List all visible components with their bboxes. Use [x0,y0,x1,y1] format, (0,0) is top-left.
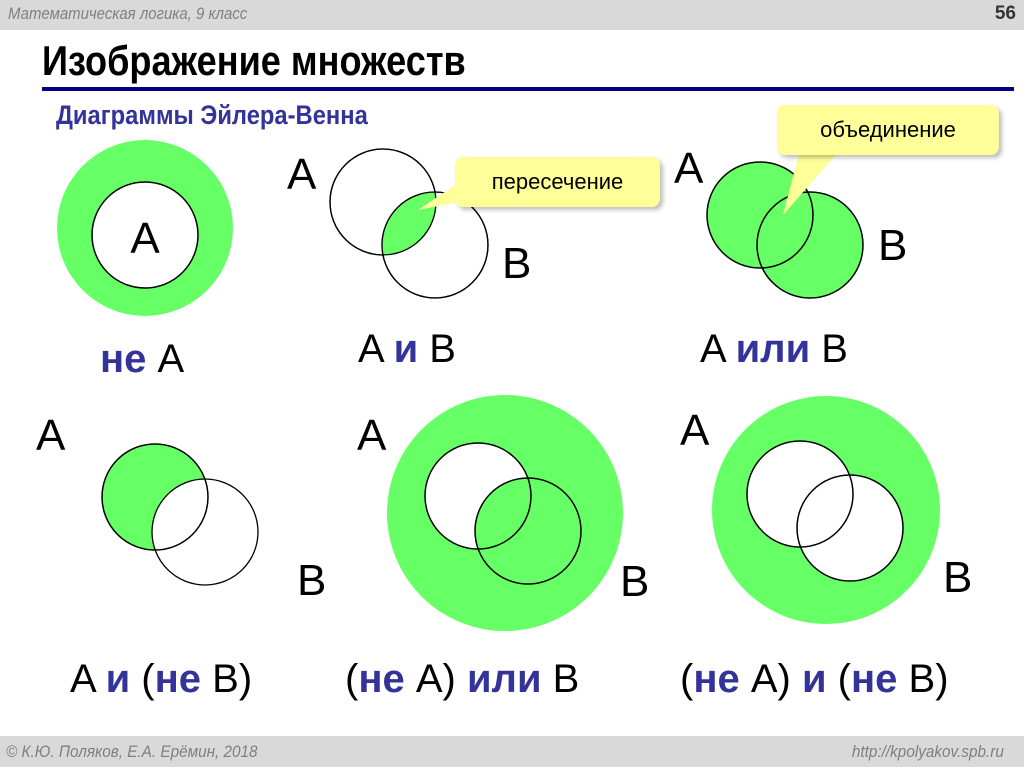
callout-union: объединение [777,105,999,155]
callout-intersection: пересечение [455,157,660,207]
set-label-b: B [620,557,649,606]
slide-footer-bar: © К.Ю. Поляков, Е.А. Ерёмин, 2018 http:/… [0,736,1024,767]
set-label-a: A [36,411,66,460]
diagram-not-a: A не A [57,140,233,381]
set-b-region [797,475,903,581]
set-label-a: A [674,144,704,193]
diagram-a-and-not-b: A B A и (не B) [36,411,326,701]
set-b-region [757,192,863,298]
set-b-region [475,478,581,584]
course-title: Математическая логика, 9 класс [8,4,248,23]
website-link[interactable]: http://kpolyakov.spb.ru [852,742,1004,761]
callout-intersection-text: пересечение [491,169,624,194]
diagram-a-or-b: A B A или B [674,144,907,371]
set-label-b: B [502,239,531,288]
set-label-a: A [287,150,317,199]
set-label-b: B [878,221,907,270]
set-label-b: B [297,556,326,605]
expression-not-a-and-not-b: (не A) и (не B) [680,657,949,701]
expression-a-or-b: A или B [700,327,848,371]
slide-subtitle: Диаграммы Эйлера-Венна [56,100,368,130]
set-label-a: A [357,411,387,460]
set-label-a: A [130,214,160,263]
set-label-b: B [943,553,972,602]
diagram-a-and-b: A B A и B [287,148,531,371]
callout-union-text: объединение [820,117,956,142]
expression-not-a: не A [100,337,185,381]
diagram-not-a-and-not-b: A B (не A) и (не B) [680,396,972,701]
callout-pointer [783,150,840,215]
expression-a-and-b: A и B [358,327,456,371]
copyright-text: © К.Ю. Поляков, Е.А. Ерёмин, 2018 [6,742,258,761]
diagram-not-a-or-b: A B (не A) или B [345,395,649,701]
set-a-circle [91,181,199,289]
slide-header-bar: Математическая логика, 9 класс 56 [0,0,1024,30]
title-divider [42,87,1014,91]
slide-title: Изображение множеств [42,37,466,84]
page-number: 56 [994,3,1016,24]
expression-not-a-or-b: (не A) или B [345,657,579,701]
set-label-a: A [680,406,710,455]
expression-a-and-not-b: A и (не B) [70,657,252,701]
set-b-circle [151,478,259,586]
